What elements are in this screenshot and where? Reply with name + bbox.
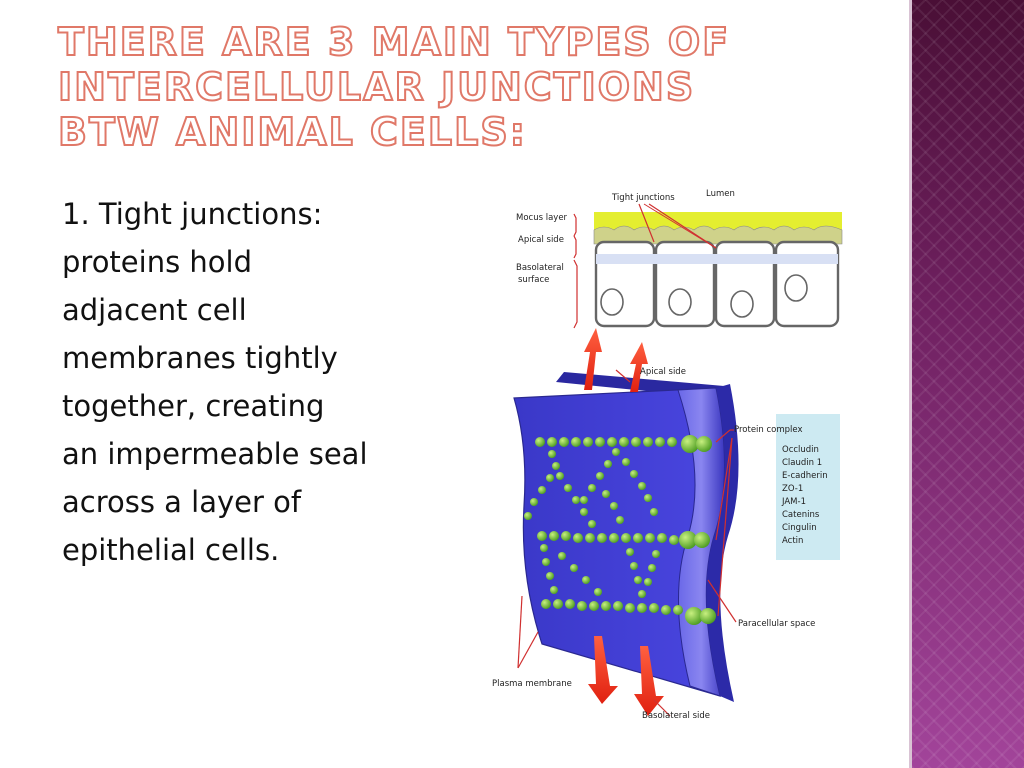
protein-cingulin: Cingulin	[782, 523, 817, 533]
protein-zo-1: ZO-1	[782, 484, 803, 494]
body-line: membranes tightly	[62, 341, 338, 375]
protein-strand-cross	[524, 448, 660, 598]
down-arrow	[634, 646, 664, 716]
up-arrow	[630, 342, 648, 392]
slide-title: There are 3 main types of intercellular …	[57, 19, 731, 155]
label-protein-complex: Protein complex	[734, 425, 803, 435]
junction-closeup-diagram: Apical side Protein complex Occludin Cla…	[492, 328, 840, 721]
epithelial-layer-diagram: Tight junctions Lumen Mocus layer Apical…	[516, 189, 843, 329]
title-line-1: There are 3 main types of	[57, 19, 731, 65]
mucus-layer	[594, 212, 842, 230]
cell-nucleus	[600, 288, 624, 316]
illustration-svg: Tight junctions Lumen Mocus layer Apical…	[492, 189, 843, 721]
body-text: 1. Tight junctions: proteins hold adjace…	[62, 190, 442, 574]
protein-actin: Actin	[782, 536, 803, 546]
cell-nucleus	[784, 274, 808, 302]
decorative-side-band	[912, 0, 1024, 768]
protein-catenins: Catenins	[782, 510, 820, 520]
protein-list-box	[776, 414, 840, 560]
up-arrow	[584, 328, 602, 390]
protein-occludin: Occludin	[782, 445, 819, 455]
label-paracellular-space: Paracellular space	[738, 619, 815, 629]
protein-strand-top	[535, 435, 712, 453]
body-line: epithelial cells.	[62, 533, 280, 567]
protein-strand-middle	[537, 531, 710, 549]
down-arrow	[588, 636, 618, 704]
cell-nucleus	[730, 290, 754, 318]
tight-junction-illustration: Tight junctions Lumen Mocus layer Apical…	[484, 176, 864, 736]
body-line: adjacent cell	[62, 293, 247, 327]
protein-jam-1: JAM-1	[781, 497, 806, 507]
label-surface: surface	[518, 275, 549, 285]
microvilli	[593, 225, 843, 245]
side-divider-line	[909, 0, 912, 768]
protein-e-cadherin: E-cadherin	[782, 471, 828, 481]
title-line-2: intercellular junctions	[57, 64, 696, 110]
body-line: 1. Tight junctions:	[62, 197, 323, 231]
protein-claudin-1: Claudin 1	[782, 458, 822, 468]
label-tight-junctions: Tight junctions	[611, 193, 675, 203]
label-plasma-membrane: Plasma membrane	[492, 679, 572, 689]
tight-junction-band	[596, 254, 838, 264]
body-line: proteins hold	[62, 245, 253, 279]
protein-strand-bottom	[541, 599, 716, 625]
label-lumen: Lumen	[706, 189, 735, 199]
label-basolateral-side: Basolateral side	[642, 711, 710, 721]
label-basolateral: Basolateral	[516, 263, 564, 273]
body-line: an impermeable seal	[62, 437, 368, 471]
cell-nucleus	[668, 288, 692, 316]
label-apical-side: Apical side	[640, 367, 686, 377]
body-line: together, creating	[62, 389, 325, 423]
body-line: across a layer of	[62, 485, 302, 519]
title-line-3: btw animal cells:	[57, 109, 527, 155]
label-mucus-layer: Mocus layer	[516, 213, 568, 223]
label-apical-side-top: Apical side	[518, 235, 564, 245]
